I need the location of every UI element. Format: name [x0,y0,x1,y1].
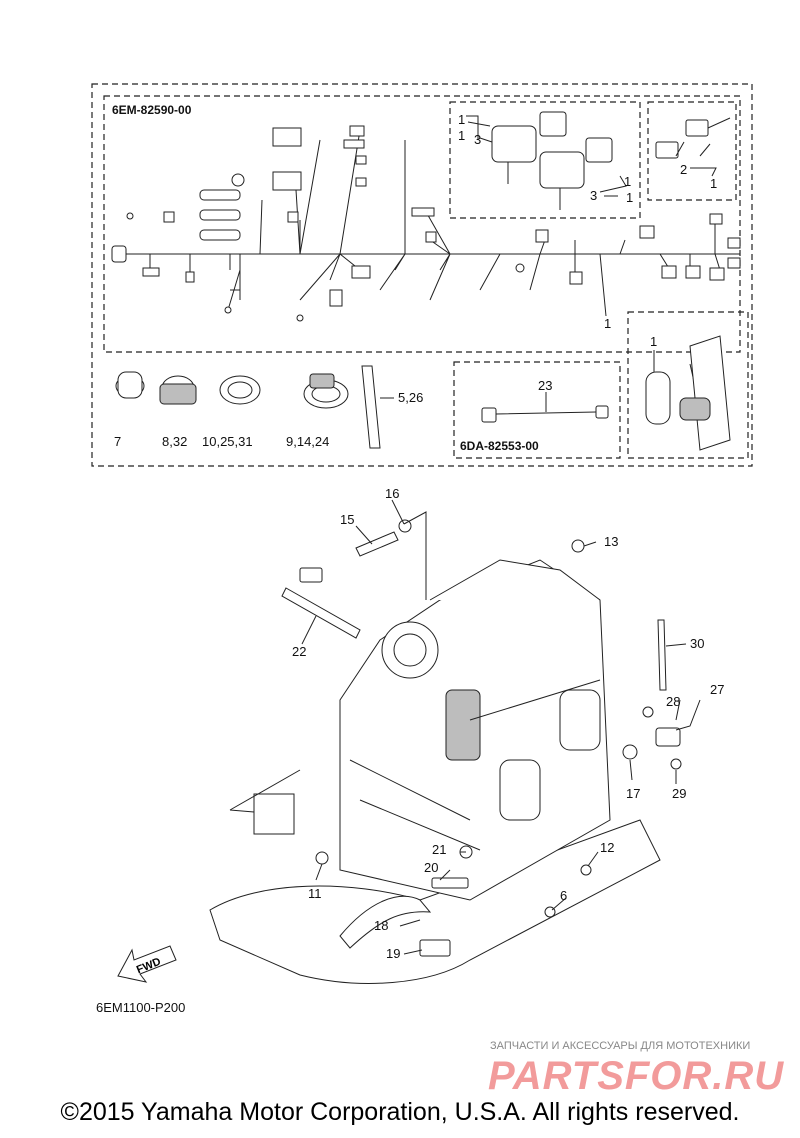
callout-1c: 1 [624,174,631,189]
callout-20: 20 [424,860,438,875]
wire-harness [111,125,741,322]
fwd-arrow-icon: FWD [117,945,177,983]
callout-13: 13 [604,534,618,549]
callout-1g: 1 [650,334,657,349]
callout-9-14-24: 9,14,24 [286,434,329,449]
watermark-caption: ЗАПЧАСТИ И АКСЕССУАРЫ ДЛЯ МОТОТЕХНИКИ [490,1040,751,1052]
sleeve-parts [645,335,731,451]
callout-16: 16 [385,486,399,501]
engine-parts [281,519,682,957]
callout-30: 30 [690,636,704,651]
callout-11: 11 [308,886,322,901]
leader-lines [229,499,701,955]
callout-1b: 1 [458,128,465,143]
callout-12: 12 [600,840,614,855]
callout-19: 19 [386,946,400,961]
callout-8-32: 8,32 [162,434,187,449]
callout-1f: 1 [604,316,611,331]
callout-1: 1 [458,112,465,127]
callout-1d: 1 [626,190,633,205]
callout-23: 23 [538,378,552,393]
callout-22: 22 [292,644,306,659]
clamp-parts [115,365,394,449]
callout-5-26: 5,26 [398,390,423,405]
harness-kit-code: 6EM-82590-00 [112,103,192,117]
callout-1e: 1 [710,176,717,191]
lead-kit-code: 6DA-82553-00 [460,439,539,453]
callout-27: 27 [710,682,724,697]
callout-7: 7 [114,434,121,449]
callout-6: 6 [560,888,567,903]
drawing-id: 6EM1100-P200 [96,1000,185,1015]
lead-wire [481,392,609,423]
callout-3: 3 [474,132,481,147]
callout-29: 29 [672,786,686,801]
callout-2: 2 [680,162,687,177]
callout-28: 28 [666,694,680,709]
engine-block [209,559,661,984]
copyright-notice: ©2015 Yamaha Motor Corporation, U.S.A. A… [60,1098,740,1126]
kit-frame [91,83,753,467]
callout-18: 18 [374,918,388,933]
callout-3b: 3 [590,188,597,203]
relay-group [491,111,731,210]
callout-10-25-31: 10,25,31 [202,434,253,449]
callout-21: 21 [432,842,446,857]
watermark-logo: PARTSFOR.RU [488,1054,785,1098]
callout-15: 15 [340,512,354,527]
callout-17: 17 [626,786,640,801]
